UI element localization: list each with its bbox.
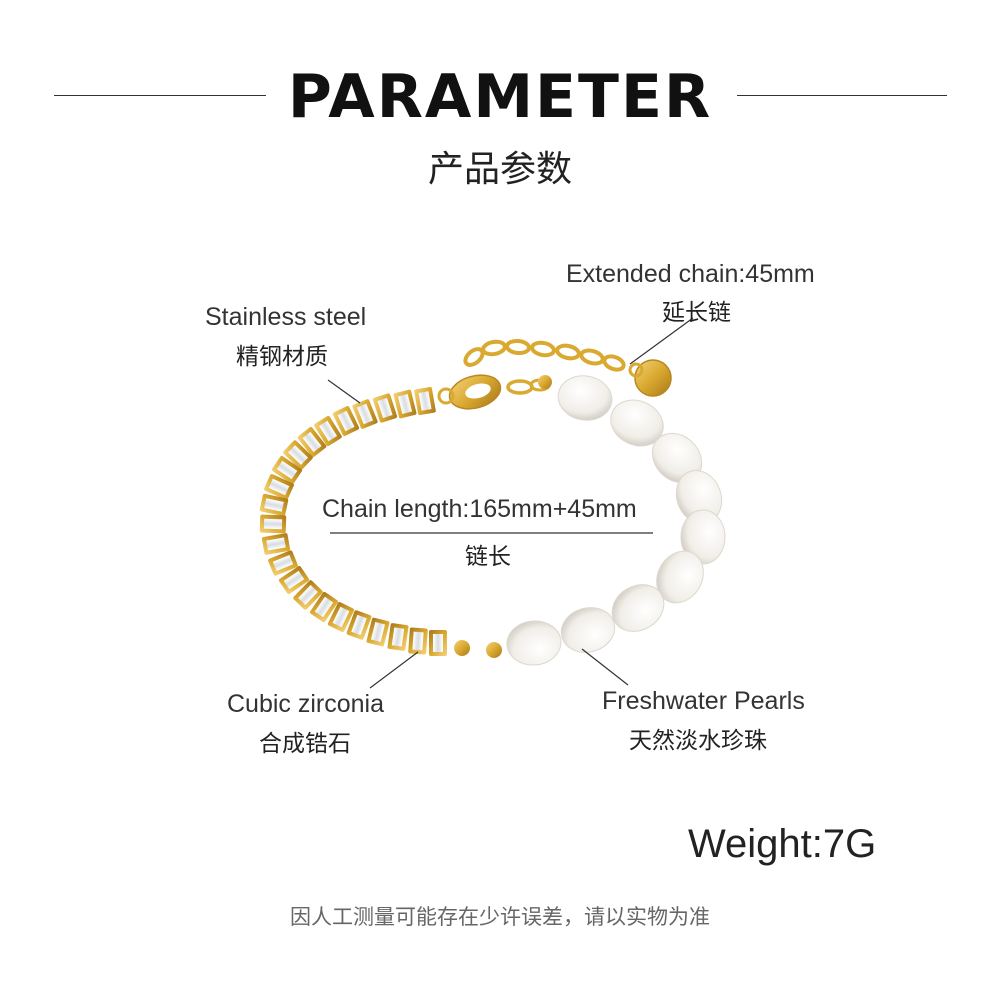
weight-value: Weight:7G [688,822,877,866]
page-title: PARAMETER [287,62,713,132]
stainless-steel-label: Stainless steel [205,303,367,331]
cubic-zirconia-label-cn: 合成锆石 [259,731,351,757]
header-rule-right [737,95,947,96]
measurement-disclaimer: 因人工测量可能存在少许误差，请以实物为准 [290,905,710,929]
freshwater-pearls [506,375,726,666]
freshwater-pearls-label-cn: 天然淡水珍珠 [629,728,767,754]
header-rule-left [54,95,266,96]
leader-line-extension [629,317,694,365]
leader-line-steel [327,379,361,404]
stainless-steel-label-cn: 精钢材质 [236,344,328,370]
cubic-zirconia-label: Cubic zirconia [227,690,385,718]
leader-line-zirconia [369,651,419,689]
freshwater-pearls-label: Freshwater Pearls [602,687,805,715]
tennis-chain-stones [259,386,447,656]
chain-end-tag [634,359,672,397]
gold-bead [486,642,502,658]
extended-chain-label-cn: 延长链 [662,300,731,326]
leader-line-pearls [581,648,629,686]
chain-length-label: Chain length:165mm+45mm [322,495,637,523]
extension-chain [463,338,626,372]
page-subtitle: 产品参数 [427,149,572,190]
chain-length-label-cn: 链长 [465,544,511,570]
lobster-clasp [437,374,551,410]
extended-chain-label: Extended chain:45mm [566,260,815,288]
gold-bead [454,640,470,656]
gold-bead [538,375,552,389]
